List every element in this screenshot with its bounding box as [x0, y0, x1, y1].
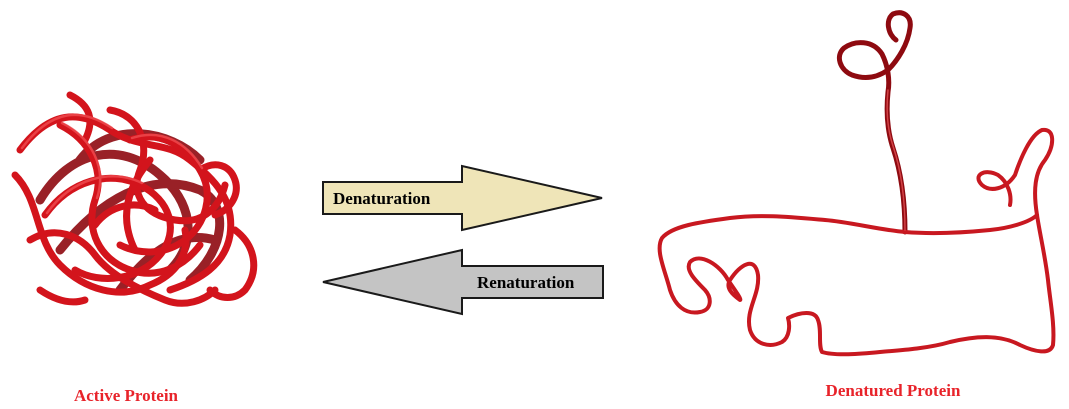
denaturation-arrow-shape — [322, 164, 603, 232]
active-protein-label: Active Protein — [74, 386, 179, 405]
denatured-protein-label: Denatured Protein — [826, 381, 961, 400]
renaturation-arrow-shape — [322, 248, 604, 316]
denatured-protein-chain — [657, 10, 1056, 357]
denaturation-label: Denaturation — [333, 189, 431, 208]
denaturation-arrow: Denaturation — [322, 164, 603, 232]
renaturation-arrow: Renaturation — [322, 248, 604, 316]
active-protein-structure — [11, 91, 258, 307]
renaturation-label: Renaturation — [477, 273, 575, 292]
